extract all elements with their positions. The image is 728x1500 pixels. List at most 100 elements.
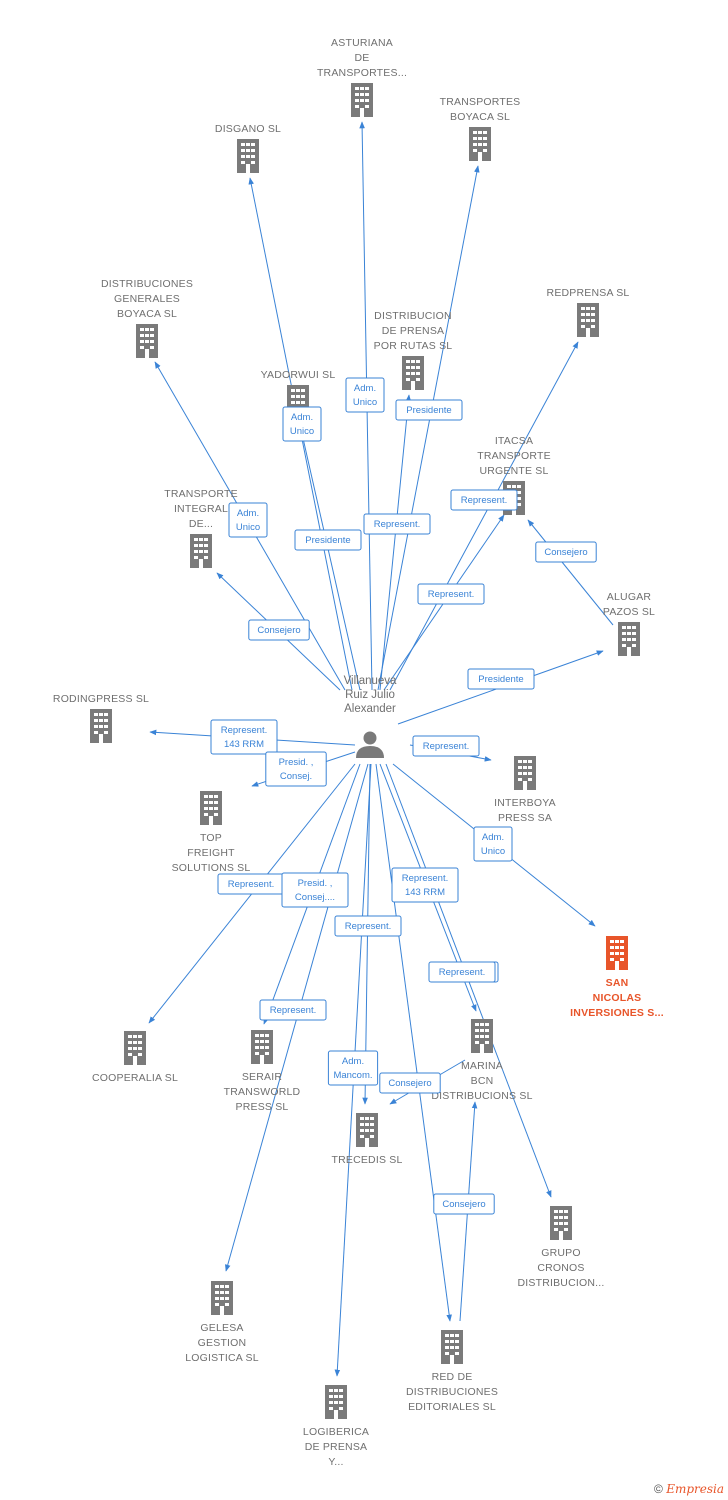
edge-label[interactable]: Adm.Unico xyxy=(473,826,513,862)
edge-center-yadorwui xyxy=(298,424,361,691)
edge-label-text: Adm. xyxy=(342,1056,364,1067)
company-label: DISTRIBUCION xyxy=(374,310,452,322)
edge-label-text: Mancom. xyxy=(333,1070,372,1081)
building-icon xyxy=(577,303,599,337)
edge-label-text: Consejero xyxy=(442,1199,485,1210)
edge-label-text: Presidente xyxy=(305,535,350,546)
company-node-grupo_cronos[interactable]: GRUPOCRONOSDISTRIBUCION... xyxy=(517,1206,604,1289)
edge-label[interactable]: Represent. xyxy=(363,513,431,535)
edge-label[interactable]: Adm.Unico xyxy=(228,502,268,538)
company-label: ALUGAR xyxy=(607,591,652,603)
edge-label-text: Represent. xyxy=(428,589,474,600)
company-node-yadorwui[interactable]: YADORWUI SL xyxy=(261,369,336,419)
company-label: INVERSIONES S... xyxy=(570,1007,664,1019)
edge-label[interactable]: Represent. xyxy=(450,489,518,511)
building-icon xyxy=(471,1019,493,1053)
edge-label[interactable]: Adm.Unico xyxy=(282,406,322,442)
building-icon xyxy=(618,622,640,656)
company-node-asturiana[interactable]: ASTURIANADETRANSPORTES... xyxy=(317,37,407,117)
company-label: DISTRIBUCIONES xyxy=(101,278,193,290)
company-label: DISTRIBUCIONS SL xyxy=(431,1090,532,1102)
edge-label[interactable]: Represent. xyxy=(217,873,285,895)
company-node-trecedis[interactable]: TRECEDIS SL xyxy=(331,1113,402,1166)
edge-label[interactable]: Adm.Unico xyxy=(345,377,385,413)
edge-label[interactable]: Represent. xyxy=(259,999,327,1021)
building-icon xyxy=(606,936,628,970)
edge-label[interactable]: Consejero xyxy=(433,1193,495,1215)
building-icon xyxy=(550,1206,572,1240)
company-node-transporte_integral[interactable]: TRANSPORTEINTEGRALDE... xyxy=(164,488,238,568)
company-label: SOLUTIONS SL xyxy=(172,862,251,874)
edge-label[interactable]: Consejero xyxy=(535,541,597,563)
edge-label[interactable]: Adm. Mancom. xyxy=(327,1050,379,1086)
building-icon xyxy=(200,791,222,825)
company-node-disgano[interactable]: DISGANO SL xyxy=(215,123,281,173)
edge-label-box xyxy=(282,406,322,442)
footer: © Empresia xyxy=(654,1482,724,1496)
company-label: RODINGPRESS SL xyxy=(53,693,149,705)
edge-label-text: Represent. xyxy=(270,1005,316,1016)
edge-label[interactable]: Represent. xyxy=(412,735,480,757)
edge-label-box xyxy=(210,719,278,755)
company-label: TRANSPORTE xyxy=(477,450,551,462)
company-node-cooperalia[interactable]: COOPERALIA SL xyxy=(92,1031,178,1084)
edge-label-box xyxy=(379,1072,441,1094)
company-label: GENERALES xyxy=(114,293,180,305)
edge-label[interactable]: Consejero xyxy=(379,1072,441,1094)
edge-label-text: Consejero xyxy=(257,625,300,636)
building-icon xyxy=(251,1030,273,1064)
edge-label[interactable]: Presidente xyxy=(395,399,463,421)
edge-label[interactable]: Represent.143 RRM xyxy=(210,719,278,755)
company-label: PRESS SL xyxy=(236,1101,289,1113)
company-label: TRANSPORTE xyxy=(164,488,238,500)
edge-label[interactable]: Presidente xyxy=(467,668,535,690)
edge-label[interactable]: Represent. xyxy=(417,583,485,605)
edge-label[interactable]: Represent. 143 RRM xyxy=(391,867,459,903)
edge-label[interactable]: Presidente xyxy=(294,529,362,551)
edge-center-transportes_boyaca xyxy=(377,165,480,691)
edge-label-text: Represent. xyxy=(423,741,469,752)
company-node-redprensa[interactable]: REDPRENSA SL xyxy=(547,287,630,337)
edge-label-text: Consejero xyxy=(388,1078,431,1089)
brand-logo[interactable]: Empresia xyxy=(666,1482,724,1496)
edge-label[interactable]: Consejero xyxy=(248,619,310,641)
company-label: DE xyxy=(355,52,370,64)
edge-label-box xyxy=(450,489,518,511)
edge-labels-layer: Adm.UnicoRepresent.PresidenteRepresent.A… xyxy=(210,377,597,1215)
edge-label[interactable]: Presid. ,Consej. xyxy=(265,751,327,787)
person-icon xyxy=(356,731,384,758)
company-label: SERAIR xyxy=(242,1071,283,1083)
edge-label[interactable]: Represent. xyxy=(428,961,496,983)
building-icon xyxy=(351,83,373,117)
building-icon xyxy=(469,127,491,161)
company-label: MARINA xyxy=(461,1060,503,1072)
company-node-rodingpress[interactable]: RODINGPRESS SL xyxy=(53,693,149,743)
edge-label-text: 143 RRM xyxy=(405,887,445,898)
company-label: LOGISTICA SL xyxy=(185,1352,259,1364)
edge-label-text: Represent. xyxy=(221,725,267,736)
edge-label-text: Represent. xyxy=(402,873,448,884)
edge-label-box xyxy=(281,872,349,908)
edge-alugar-itacsa xyxy=(527,519,614,626)
building-icon xyxy=(90,709,112,743)
company-label: Y... xyxy=(328,1456,343,1468)
edge-center-distribucion_prensa xyxy=(379,394,412,691)
company-label: DISGANO SL xyxy=(215,123,281,135)
edge-label[interactable]: Represent. xyxy=(334,915,402,937)
edge-label[interactable]: Presid. ,Consej.... xyxy=(281,872,349,908)
